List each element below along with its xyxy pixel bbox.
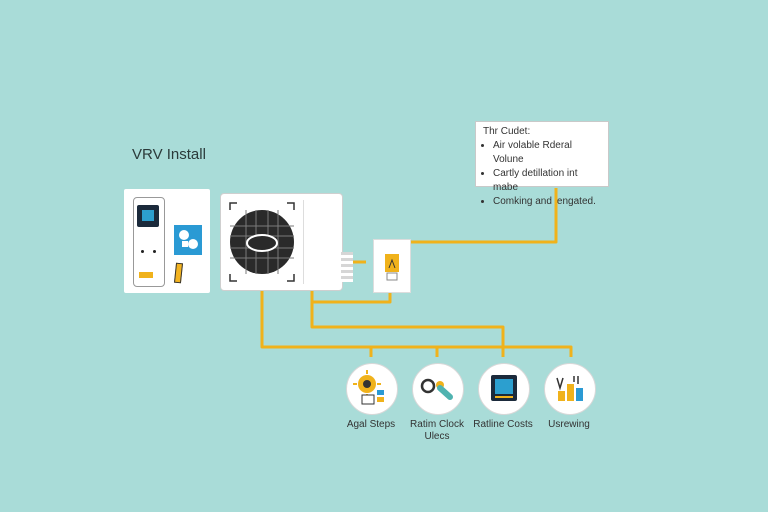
sun-gear-icon [353,370,384,405]
diagram-title: VRV Install [132,146,206,163]
monitor-icon [491,375,517,401]
fan-grille [227,200,297,284]
info-bullet: Air volable Rderal Volune [493,139,602,167]
node-ratline-costs [478,363,530,415]
node-label-ratline-costs: Ratline Costs [473,419,533,430]
connector-info-to-controller [402,188,558,244]
node-label-usrewing: Usrewing [548,419,590,430]
key-icon [420,378,453,400]
remote-key [139,272,153,278]
unit-side-fins [341,252,353,282]
info-heading: Thr Cudet: [483,126,531,137]
connector-unit-bus-a [260,289,573,357]
remote-button [141,250,144,253]
info-bullet-list: Air volable Rderal Volune Cartly detilla… [483,139,602,209]
node-label-agal-steps: Agal Steps [346,419,396,430]
remote-control-icon [133,197,165,287]
bar-chart-icon [556,376,583,401]
info-bullet: Cartly detillation int mabe [493,167,602,195]
node-label-ratim-clock: Ratim Clock Ulecs [410,419,464,442]
thermostat-controller [373,239,411,293]
node-agal-steps [346,363,398,415]
remote-screen [137,205,159,227]
node-usrewing [544,363,596,415]
remote-button [153,250,156,253]
connector-unit-bus-b [310,289,505,357]
blue-puzzle-icon [174,225,202,255]
unit-panel-divider [303,200,304,284]
node-ratim-clock [412,363,464,415]
pencil-icon [173,262,184,284]
control-panel [124,189,210,293]
ac-outdoor-unit [220,193,343,291]
info-box: Thr Cudet: Air volable Rderal Volune Car… [475,121,609,207]
info-bullet: Comking and lengated. [493,195,602,209]
